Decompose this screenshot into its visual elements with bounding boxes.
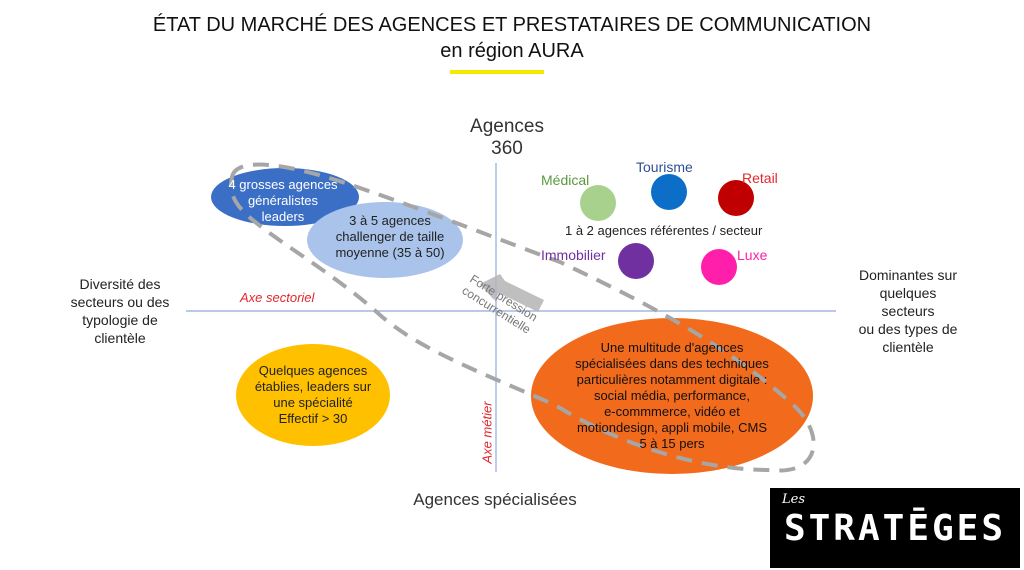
circle-retail bbox=[718, 180, 754, 216]
blob-line: e-commmerce, vidéo et bbox=[604, 404, 740, 419]
blob-line: Effectif > 30 bbox=[278, 411, 348, 426]
axis-right-line: quelques bbox=[879, 285, 937, 301]
blob-line: challenger de taille bbox=[335, 229, 445, 244]
axis-top-line-1: Agences bbox=[470, 116, 544, 137]
circle-tourisme bbox=[651, 174, 687, 210]
axis-right-line: ou des types de bbox=[858, 321, 958, 337]
logo-main-text: STRATĒGES bbox=[783, 508, 1007, 549]
blob-line: une spécialité bbox=[273, 395, 353, 410]
label-immobilier: Immobilier bbox=[541, 247, 606, 263]
blob-line: social média, performance, bbox=[593, 388, 751, 403]
label-medical: Médical bbox=[541, 172, 590, 188]
dashed-loop bbox=[229, 162, 816, 473]
axe-metier-label: Axe métier bbox=[479, 401, 495, 464]
logo-box bbox=[770, 488, 1020, 568]
blob-line: motiondesign, appli mobile, CMS bbox=[576, 420, 768, 435]
axis-right-line: secteurs bbox=[881, 303, 935, 319]
blob-grosses-agences bbox=[211, 168, 359, 226]
blob-multitude bbox=[531, 318, 813, 474]
blob-line: établies, leaders sur bbox=[254, 379, 372, 394]
blob-line: Une multitude d'agences bbox=[600, 340, 744, 355]
text-multitude: Une multitude d'agences spécialisées dan… bbox=[555, 340, 789, 452]
title-underline bbox=[450, 70, 544, 74]
label-retail: Retail bbox=[742, 170, 778, 186]
title-line-2: en région AURA bbox=[440, 40, 584, 62]
blob-line: leaders bbox=[261, 209, 305, 224]
axis-left-line: typologie de bbox=[82, 312, 158, 328]
blob-line: particulières notamment digitale : bbox=[576, 372, 768, 387]
axis-left-label: Diversité des secteurs ou des typologie … bbox=[50, 275, 190, 347]
circle-immobilier bbox=[618, 243, 654, 279]
axis-right-line: Dominantes sur bbox=[858, 267, 958, 283]
axis-left-line: Diversité des bbox=[79, 276, 161, 292]
label-luxe: Luxe bbox=[737, 247, 768, 263]
axis-top-label: Agences 360 bbox=[447, 116, 567, 160]
logo-small-text: Les bbox=[782, 492, 805, 507]
blob-challenger bbox=[307, 202, 463, 278]
blob-line: généralistes bbox=[247, 193, 319, 208]
axe-sectoriel-label: Axe sectoriel bbox=[240, 290, 315, 305]
axis-bottom-label: Agences spécialisées bbox=[413, 490, 577, 509]
circle-luxe bbox=[701, 249, 737, 285]
text-quelques-agences: Quelques agences établies, leaders sur u… bbox=[240, 363, 386, 427]
blob-line: moyenne (35 à 50) bbox=[335, 245, 445, 260]
blob-line: 4 grosses agences bbox=[228, 177, 338, 192]
blob-line: spécialisées dans des techniques bbox=[575, 356, 769, 371]
pressure-arrow bbox=[480, 274, 544, 312]
label-tourisme: Tourisme bbox=[636, 159, 693, 175]
axis-right-label: Dominantes sur quelques secteurs ou des … bbox=[838, 266, 978, 356]
blob-line: 5 à 15 pers bbox=[639, 436, 705, 451]
axis-right-line: clientèle bbox=[882, 339, 934, 355]
label-referentes: 1 à 2 agences référentes / secteur bbox=[565, 223, 763, 238]
axis-top-line-2: 360 bbox=[491, 138, 523, 159]
axis-left-line: secteurs ou des bbox=[70, 294, 170, 310]
text-grosses-agences: 4 grosses agences généralistes leaders bbox=[218, 177, 348, 225]
blob-line: Quelques agences bbox=[258, 363, 368, 378]
text-challenger: 3 à 5 agences challenger de taille moyen… bbox=[320, 213, 460, 261]
blob-quelques-agences bbox=[236, 344, 390, 446]
circle-medical bbox=[580, 185, 616, 221]
axis-left-line: clientèle bbox=[94, 330, 146, 346]
title-line-1: ÉTAT DU MARCHÉ DES AGENCES ET PRESTATAIR… bbox=[152, 14, 872, 36]
blob-line: 3 à 5 agences bbox=[349, 213, 431, 228]
